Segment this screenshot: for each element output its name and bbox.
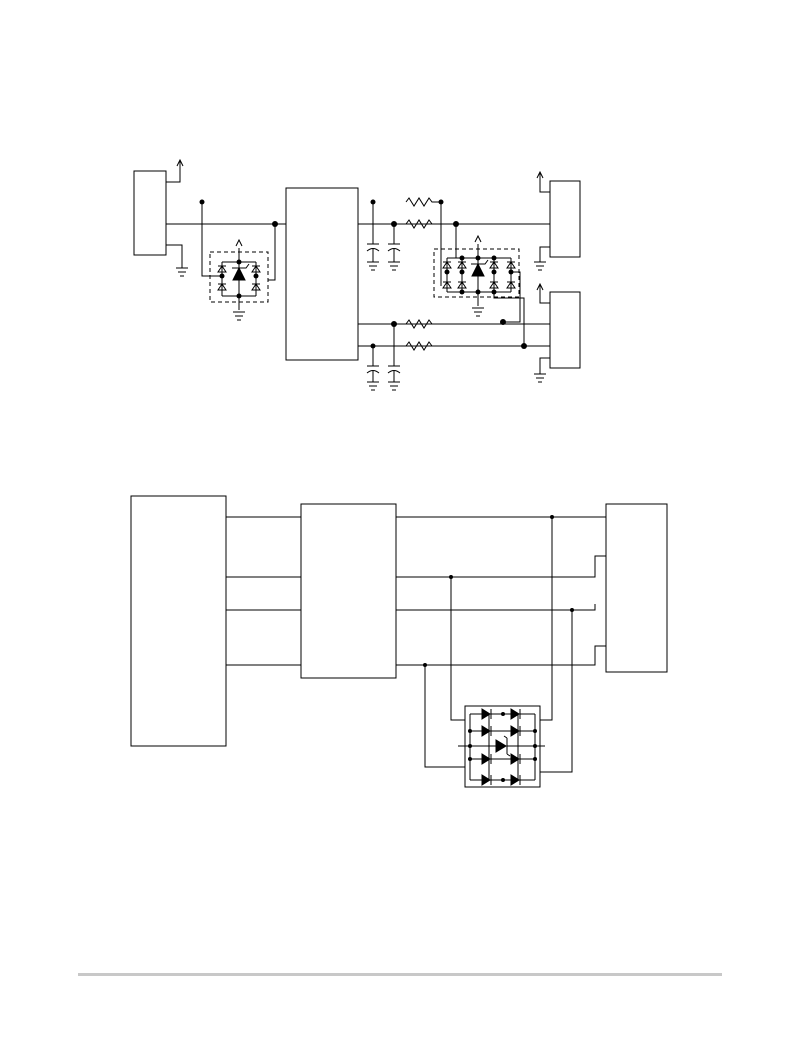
tap-wire xyxy=(540,610,573,773)
supply-arrow xyxy=(536,170,544,179)
figure-bottom-schematic xyxy=(130,495,668,788)
capacitor-upper-2 xyxy=(387,243,401,271)
wire xyxy=(201,249,222,277)
tap-wire xyxy=(450,577,465,721)
supply-arrow xyxy=(474,234,482,243)
supply-arrow-left xyxy=(176,158,184,167)
left-connector-supply-wire xyxy=(166,160,181,183)
resistor-lower-b xyxy=(405,341,433,351)
controller-block xyxy=(130,495,227,747)
junction-dot xyxy=(521,343,527,349)
ground-symbol xyxy=(233,311,245,321)
supply-arrow xyxy=(536,282,544,291)
wire xyxy=(539,172,550,193)
output-line-4 xyxy=(396,645,606,666)
output-line-2 xyxy=(396,555,606,578)
figure-top-schematic xyxy=(133,158,581,391)
wire xyxy=(493,292,525,346)
output-line-3 xyxy=(396,604,596,611)
footer-rule xyxy=(78,973,722,976)
wire xyxy=(268,224,276,281)
tap-wire xyxy=(540,517,553,721)
interface-ic-block xyxy=(300,503,397,679)
capacitor-lower-1 xyxy=(366,365,380,391)
wire xyxy=(539,357,550,374)
wire xyxy=(503,271,521,323)
protection-array-left xyxy=(209,248,269,310)
ground-symbol xyxy=(534,261,546,271)
ground-symbol xyxy=(534,373,546,383)
capacitor-lower-2 xyxy=(387,365,401,391)
tap-wire xyxy=(424,665,465,768)
transceiver-ic-block xyxy=(285,187,359,361)
connector-block xyxy=(605,503,668,673)
resistor-upper-a xyxy=(405,197,441,207)
left-connector-ground-wire xyxy=(166,244,183,268)
protection-array-right xyxy=(433,244,520,306)
wire xyxy=(539,284,550,304)
supply-arrow xyxy=(235,238,243,247)
capacitor-upper-1 xyxy=(366,243,380,271)
left-connector-block xyxy=(133,170,167,256)
right-connector-upper xyxy=(549,180,581,258)
esd-diode-array xyxy=(458,705,545,788)
right-connector-lower xyxy=(549,291,581,369)
resistor-lower-a xyxy=(405,319,433,329)
ground-symbol-left xyxy=(176,267,188,277)
wire xyxy=(539,246,550,262)
resistor-upper-b xyxy=(405,219,433,229)
ground-symbol xyxy=(472,307,484,317)
